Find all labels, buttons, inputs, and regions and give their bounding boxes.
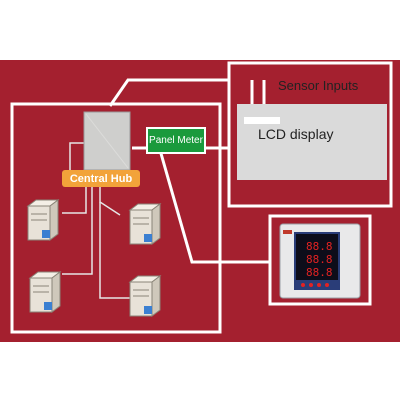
panel-meter-label: Panel Meter bbox=[146, 127, 206, 154]
meter-connector-line bbox=[158, 149, 270, 264]
server-icon bbox=[26, 199, 60, 241]
lcd-display-label: LCD display bbox=[258, 126, 334, 142]
lcd-panel bbox=[237, 104, 387, 180]
panel-meter-device-icon: 88.8 88.8 88.8 bbox=[279, 223, 361, 299]
server-icon bbox=[28, 271, 62, 313]
hub-device-icon bbox=[83, 111, 131, 171]
callout-line-top bbox=[108, 78, 229, 107]
network-wiring bbox=[62, 142, 130, 299]
server-icon bbox=[128, 275, 162, 317]
sensor-inputs-label: Sensor Inputs bbox=[278, 78, 359, 93]
server-icon bbox=[128, 203, 162, 245]
central-hub-label: Central Hub bbox=[62, 170, 140, 187]
lcd-highlight bbox=[244, 117, 280, 124]
network-boundary-box bbox=[10, 102, 222, 334]
svg-text:88.8: 88.8 bbox=[306, 240, 333, 253]
svg-text:88.8: 88.8 bbox=[306, 266, 333, 279]
svg-text:88.8: 88.8 bbox=[306, 253, 333, 266]
device-detail-box bbox=[227, 61, 393, 208]
meter-frame bbox=[268, 214, 372, 306]
